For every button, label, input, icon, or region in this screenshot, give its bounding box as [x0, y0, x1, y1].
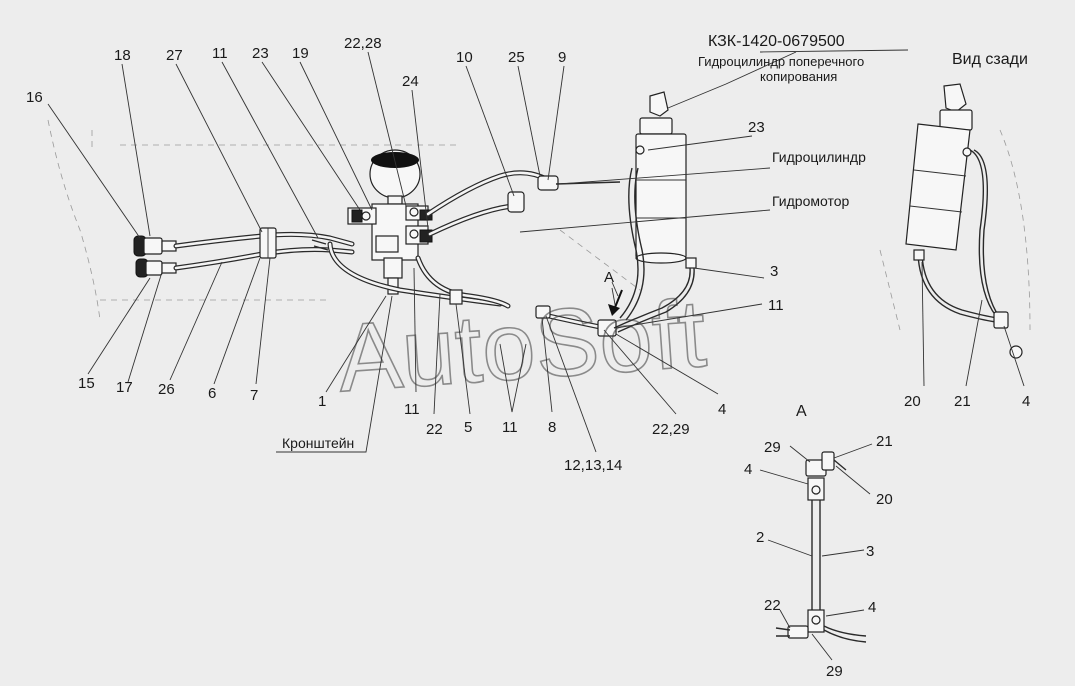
caption-cylinder: Гидроцилиндр: [772, 149, 866, 165]
callout-3-view-a: 3: [866, 543, 874, 560]
caption-rear-view: Вид сзади: [952, 51, 1028, 68]
view-a-title: A: [796, 403, 807, 420]
callout-5: 5: [464, 419, 472, 436]
callout-22-view-a: 22: [764, 597, 781, 614]
view-a-arrow-label: A: [604, 269, 614, 286]
callout-15: 15: [78, 375, 95, 392]
callout-8: 8: [548, 419, 556, 436]
caption-motor: Гидромотор: [772, 193, 850, 209]
callout-29-view-a-bottom: 29: [826, 663, 843, 680]
callout-11-motor: 11: [768, 297, 784, 314]
callout-labels: 16 18 27 11 23 19 22,28 24 10 25 9 23 3 …: [26, 35, 1030, 680]
callout-22: 22: [426, 421, 443, 438]
callout-11-pair: 11: [502, 419, 518, 436]
callout-21-view-a: 21: [876, 433, 893, 450]
callout-20-view-a: 20: [876, 491, 893, 508]
callout-4-rear: 4: [1022, 393, 1030, 410]
callout-16: 16: [26, 89, 43, 106]
hose-upper-right: [425, 170, 621, 237]
callout-4-view-a-top: 4: [744, 461, 752, 478]
callout-1: 1: [318, 393, 326, 410]
hose-lower-right: [327, 241, 617, 337]
callout-17: 17: [116, 379, 133, 396]
callout-11-lower: 11: [404, 401, 420, 418]
caption-bracket: Кронштейн: [282, 435, 354, 451]
valve-block: [347, 149, 433, 295]
callout-20-rear: 20: [904, 393, 921, 410]
callout-6: 6: [208, 385, 216, 402]
callout-10: 10: [456, 49, 473, 66]
view-a-detail: [775, 451, 867, 643]
caption-cylinder-transverse-2: копирования: [760, 69, 837, 84]
background-frame: [47, 119, 1031, 331]
callout-25: 25: [508, 49, 525, 66]
callout-19: 19: [292, 45, 309, 62]
assembly-code: КЗК-1420-0679500: [708, 33, 845, 50]
callout-21-rear: 21: [954, 393, 971, 410]
callout-3: 3: [770, 263, 778, 280]
callout-26: 26: [158, 381, 175, 398]
callout-23: 23: [252, 45, 269, 62]
callout-4-motor: 4: [718, 401, 726, 418]
hydraulic-cylinder-front: [613, 91, 697, 333]
caption-cylinder-transverse-1: Гидроцилиндр поперечного: [698, 54, 864, 69]
leader-lines: [47, 49, 1025, 661]
callout-7: 7: [250, 387, 258, 404]
callout-12-13-14: 12,13,14: [564, 457, 622, 474]
callout-11: 11: [212, 45, 228, 62]
hose-bundle-left: [173, 227, 355, 271]
callout-27: 27: [166, 47, 183, 64]
callout-22-29: 22,29: [652, 421, 690, 438]
watermark-text: AutoSoft: [334, 280, 709, 412]
callout-18: 18: [114, 47, 131, 64]
callout-29-view-a: 29: [764, 439, 781, 456]
hydraulic-cylinder-rear: [905, 83, 1023, 359]
callout-22-28: 22,28: [344, 35, 382, 52]
callout-9: 9: [558, 49, 566, 66]
callout-2-view-a: 2: [756, 529, 764, 546]
callout-23-cylinder: 23: [748, 119, 765, 136]
callout-24: 24: [402, 73, 419, 90]
left-quick-couplings: [133, 235, 177, 278]
view-a-arrow: [608, 289, 623, 316]
callout-4-view-a-bottom: 4: [868, 599, 876, 616]
